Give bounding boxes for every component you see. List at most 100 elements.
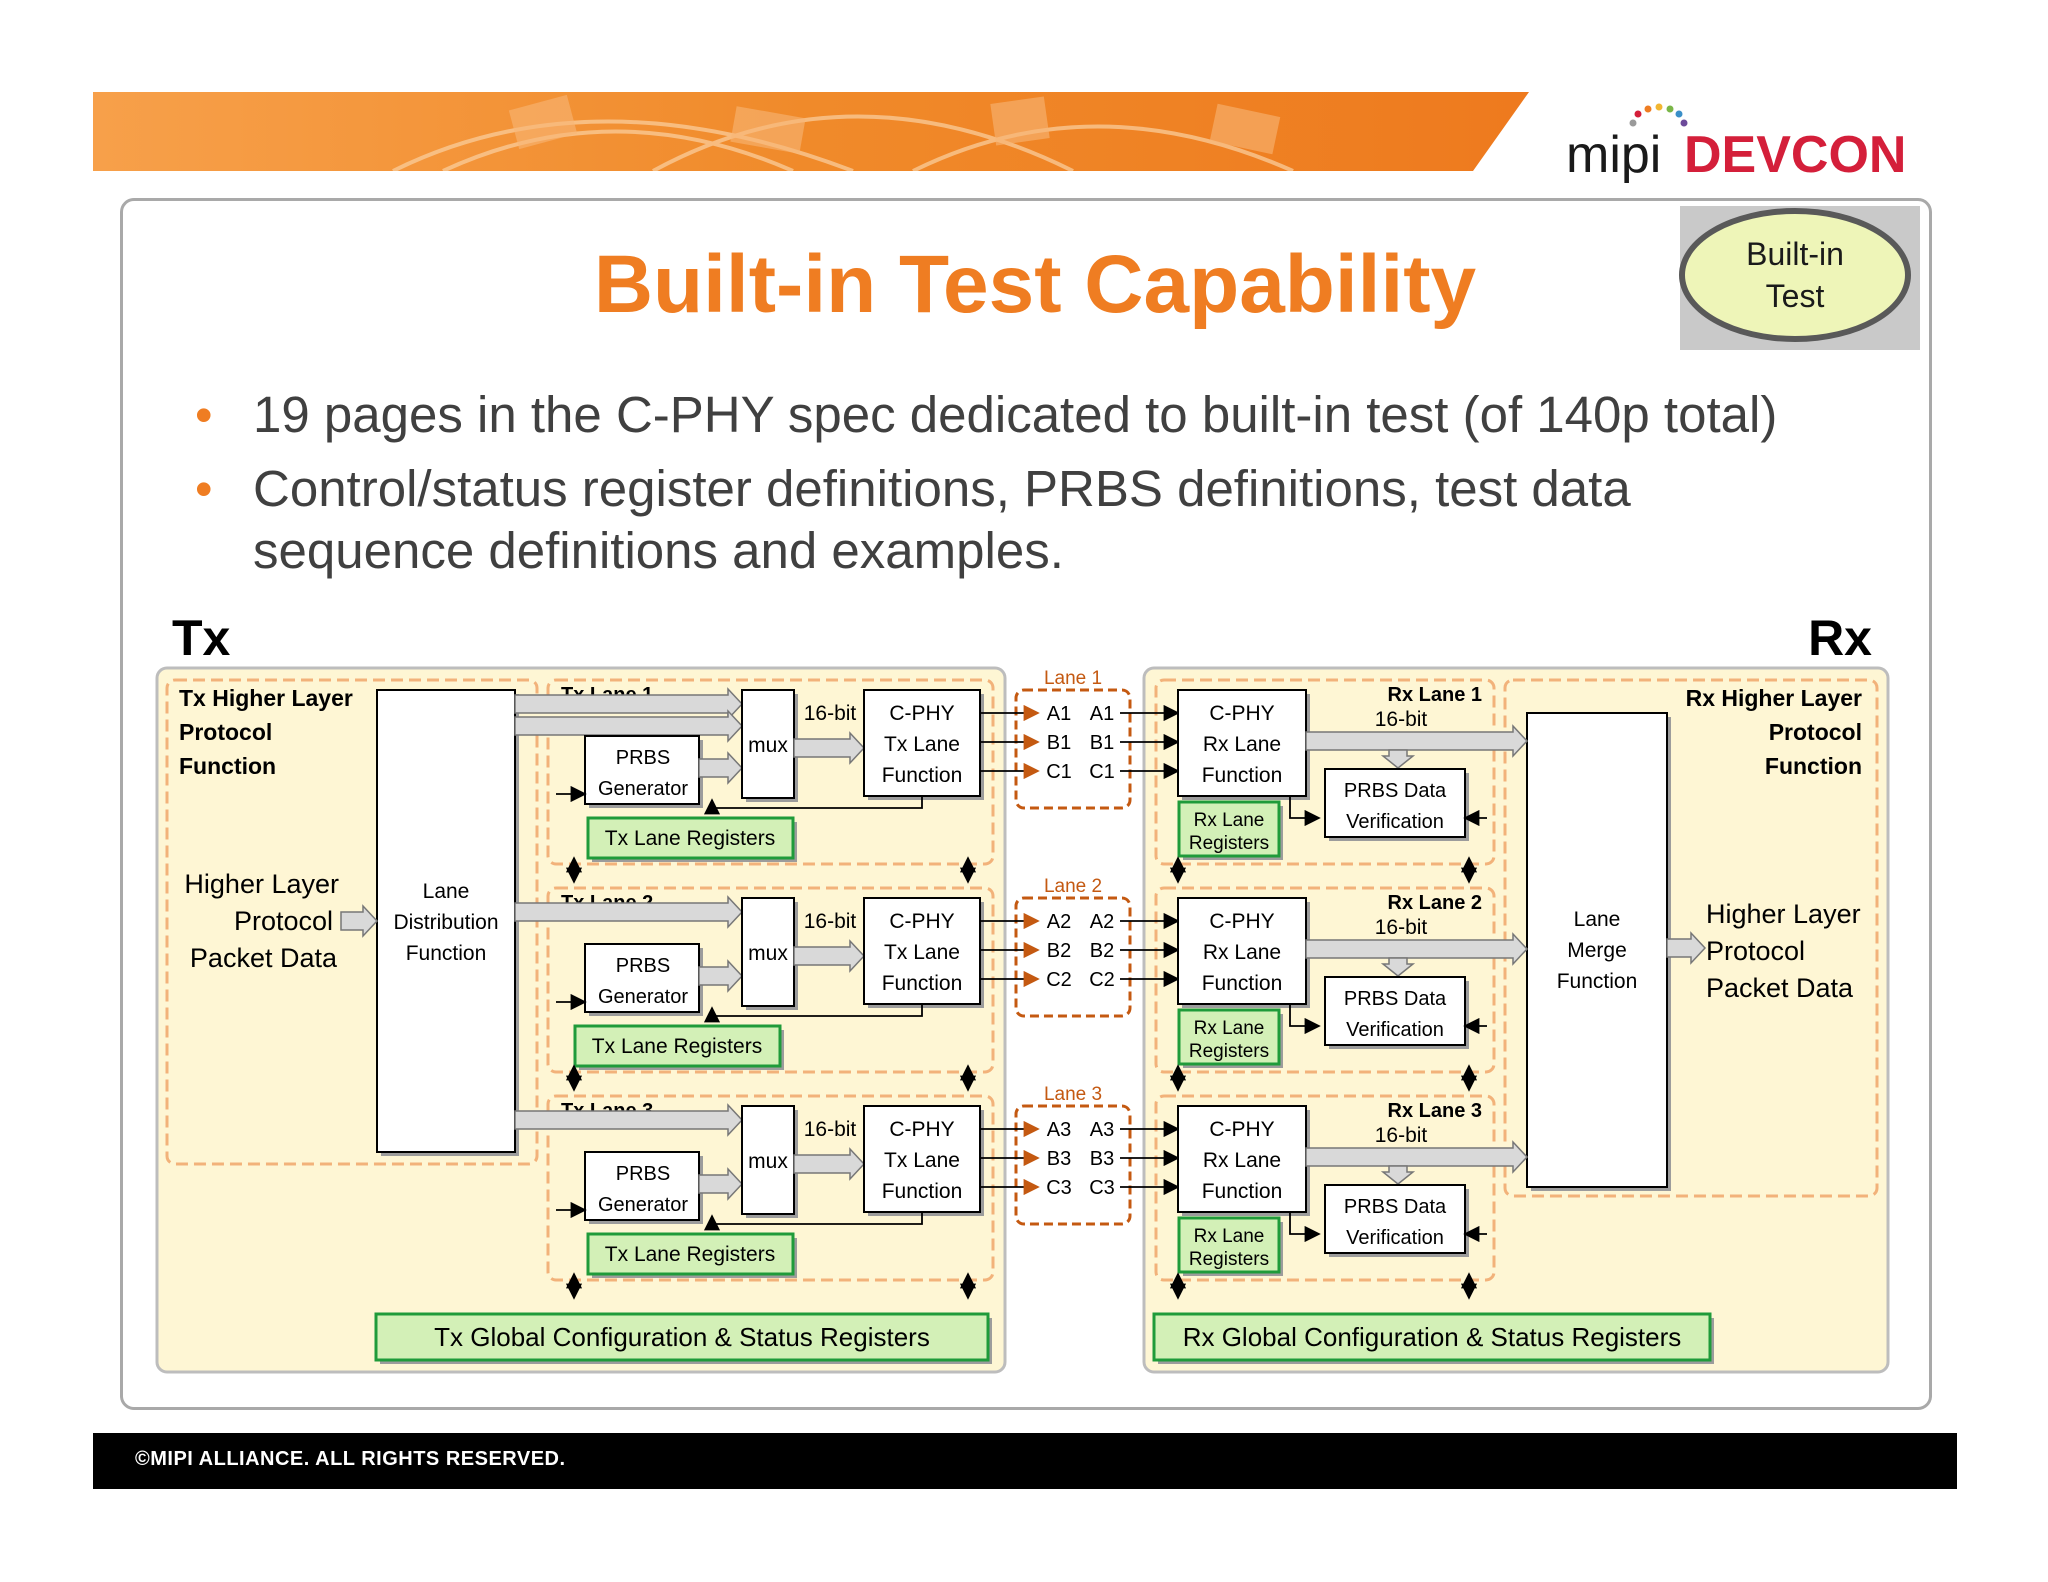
tx-lane-region bbox=[546, 886, 995, 1074]
prbs-verification-label: PRBS Data bbox=[1344, 988, 1447, 1010]
wire-label-tx: A1 bbox=[1047, 703, 1071, 725]
prbs-generator-block bbox=[584, 943, 700, 1013]
cphy-rx-label: Rx Lane bbox=[1203, 733, 1281, 756]
rx-hlp-region bbox=[1503, 678, 1879, 1198]
cphy-tx-label: C-PHY bbox=[889, 702, 954, 725]
lane-wire-region bbox=[1014, 688, 1132, 810]
rx-to-prbs-arrow bbox=[1380, 1165, 1416, 1185]
prbs-bus-arrow bbox=[698, 959, 744, 993]
tx-label: Tx bbox=[172, 610, 231, 666]
cphy-rx-label: Function bbox=[1202, 972, 1283, 995]
built-in-test-badge: Built-in Test bbox=[1679, 208, 1911, 342]
cphy-tx-label: Tx Lane bbox=[884, 941, 960, 964]
tx-lane-registers bbox=[586, 1232, 795, 1276]
logo-devcon: DEVCON bbox=[1684, 126, 1906, 184]
cphy-rx-label: C-PHY bbox=[1209, 1118, 1274, 1141]
cphy-rx-block bbox=[1177, 1105, 1307, 1213]
prbs-verification-block bbox=[1324, 1184, 1466, 1254]
rx-lane-registers-label: Rx Lane bbox=[1194, 810, 1265, 831]
rx-label: Rx bbox=[1808, 610, 1872, 666]
packet-in-arrow bbox=[340, 904, 379, 938]
rx-bus-arrow bbox=[1305, 1140, 1529, 1174]
rx-lane-region bbox=[1154, 886, 1496, 1074]
cphy-tx-label: Function bbox=[882, 1180, 963, 1203]
mux-out-arrow bbox=[793, 731, 866, 765]
feedback-line bbox=[703, 1212, 923, 1231]
rx-global-registers-label: Rx Global Configuration & Status Registe… bbox=[1183, 1322, 1682, 1352]
tx-lane-registers bbox=[586, 816, 795, 860]
lane-merge-label: Function bbox=[1557, 970, 1638, 993]
cphy-rx-label: C-PHY bbox=[1209, 702, 1274, 725]
prbs-verification-block bbox=[1324, 768, 1466, 838]
cphy-tx-label: Function bbox=[882, 764, 963, 787]
tx-bus-arrow bbox=[514, 709, 744, 743]
prbs-generator-label: PRBS bbox=[616, 1163, 670, 1185]
prbs-verification-label: Verification bbox=[1346, 811, 1444, 833]
mux-out-arrow bbox=[793, 939, 866, 973]
rx-lane-registers bbox=[1177, 1008, 1281, 1066]
wire-label-rx: B2 bbox=[1090, 940, 1114, 962]
tx-packet-label: Higher Layer bbox=[184, 869, 339, 899]
rx-lane-registers-label: Registers bbox=[1189, 1249, 1269, 1270]
feedback-line bbox=[703, 1004, 923, 1023]
tx-bus-arrow bbox=[514, 1103, 744, 1137]
tx-lane-registers bbox=[573, 1024, 782, 1068]
cphy-rx-label: Rx Lane bbox=[1203, 941, 1281, 964]
lane-merge-label: Merge bbox=[1567, 939, 1627, 962]
wire-label-rx: A1 bbox=[1090, 703, 1114, 725]
cphy-tx-block bbox=[863, 689, 981, 797]
lane-wire-region bbox=[1014, 896, 1132, 1018]
bullet-dot: • bbox=[195, 461, 213, 517]
rx-lane-region bbox=[1154, 1094, 1496, 1282]
lane-name: Lane 3 bbox=[1044, 1084, 1102, 1105]
lane-wire-region bbox=[1014, 1104, 1132, 1226]
rx-lane-registers-label: Rx Lane bbox=[1194, 1018, 1265, 1039]
bullet-text: 19 pages in the C-PHY spec dedicated to … bbox=[253, 386, 1778, 443]
bullet-dot: • bbox=[195, 387, 213, 443]
rx-lane-title: Rx Lane 1 bbox=[1388, 684, 1482, 706]
wire-label-rx: B3 bbox=[1090, 1148, 1114, 1170]
rx-to-prbs-arrow bbox=[1380, 749, 1416, 769]
prbs-generator-label: PRBS bbox=[616, 955, 670, 977]
lane-name: Lane 1 bbox=[1044, 668, 1102, 689]
cphy-tx-label: C-PHY bbox=[889, 910, 954, 933]
prbs-generator-label: Generator bbox=[598, 778, 688, 800]
logo-dots bbox=[1629, 103, 1688, 127]
rx-packet-label: Protocol bbox=[1706, 936, 1805, 966]
rx-lane-region bbox=[1154, 678, 1496, 866]
rx-bus-arrow bbox=[1305, 724, 1529, 758]
lane-merge-label: Lane bbox=[1574, 908, 1621, 931]
bit16-label: 16-bit bbox=[1375, 916, 1428, 939]
prbs-generator-block bbox=[584, 1151, 700, 1221]
cphy-tx-label: Tx Lane bbox=[884, 1149, 960, 1172]
rx-to-prbs-arrow bbox=[1380, 957, 1416, 977]
wire-label-rx: B1 bbox=[1090, 732, 1114, 754]
bit16-label: 16-bit bbox=[804, 910, 857, 933]
lane-distribution-block bbox=[376, 689, 516, 1153]
wire-label-rx: C3 bbox=[1089, 1177, 1115, 1199]
lane-distribution-label: Lane bbox=[423, 880, 470, 903]
rx-hlp-label: Protocol bbox=[1769, 719, 1862, 745]
tx-global-registers-label: Tx Global Configuration & Status Registe… bbox=[434, 1322, 930, 1352]
rx-hlp-label: Rx Higher Layer bbox=[1686, 685, 1862, 711]
tx-hlp-label: Function bbox=[179, 753, 276, 779]
rx-lane-title: Rx Lane 2 bbox=[1388, 892, 1482, 914]
wire-label-tx: B1 bbox=[1047, 732, 1071, 754]
tx-packet-label: Protocol bbox=[234, 906, 333, 936]
mux-block bbox=[741, 689, 795, 799]
tx-lane-registers-label: Tx Lane Registers bbox=[605, 827, 775, 850]
prbs-verification-label: Verification bbox=[1346, 1227, 1444, 1249]
prbs-bus-arrow bbox=[698, 751, 744, 785]
prbs-bus-arrow bbox=[698, 1167, 744, 1201]
prbs-generator-label: Generator bbox=[598, 986, 688, 1008]
tx-lane-region bbox=[546, 678, 995, 866]
bit16-label: 16-bit bbox=[804, 702, 857, 725]
tx-hlp-label: Protocol bbox=[179, 719, 272, 745]
bullet-text: Control/status register definitions, PRB… bbox=[253, 460, 1631, 579]
mux-block bbox=[741, 1105, 795, 1215]
rx-hlp-label: Function bbox=[1765, 753, 1862, 779]
wire-label-rx: A2 bbox=[1090, 911, 1114, 933]
cphy-rx-label: Function bbox=[1202, 764, 1283, 787]
mux-out-arrow bbox=[793, 1147, 866, 1181]
